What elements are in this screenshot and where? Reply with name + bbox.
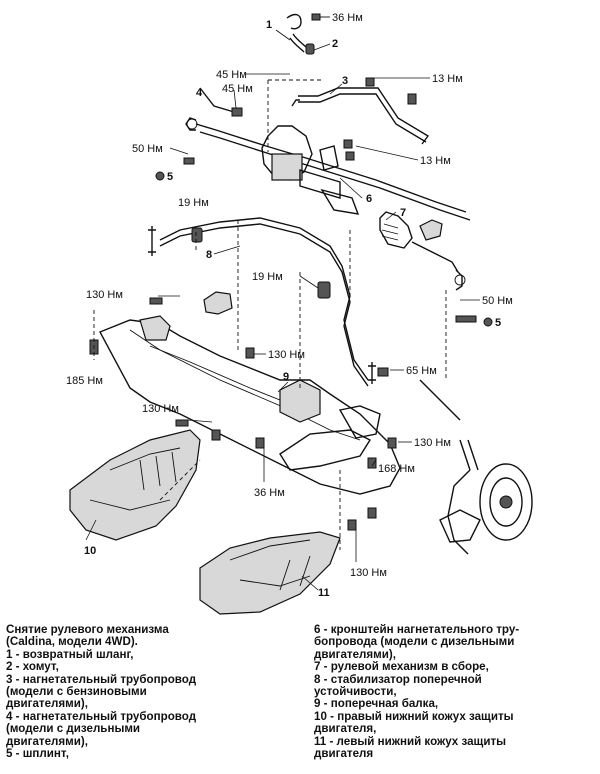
callout-2: 2 [332,38,338,50]
pressure-tube-petrol [291,87,430,145]
leader-lines [85,29,480,591]
caption-line: (модели с дизельными [6,722,141,736]
alignment-lines [93,79,447,550]
torque-label: 168 Нм [378,463,415,475]
torque-label: 130 Нм [414,437,451,449]
caption-line: 8 - стабилизатор поперечной [314,672,482,686]
callout-4: 4 [196,87,203,99]
torque-label: 50 Нм [132,143,163,155]
callout-5-right: 5 [495,317,501,329]
right-lower-engine-cover [69,429,201,541]
caption-line: 4 - нагнетательный трубопровод [6,709,197,723]
caption-line: 1 - возвратный шланг, [6,647,134,661]
caption-line: двигателя [314,747,374,761]
caption-line: (модели с бензиновыми [6,685,147,699]
caption-line: 3 - нагнетательный трубопровод [6,672,197,686]
torque-label: 19 Нм [178,197,209,209]
callout-7: 7 [400,207,406,219]
caption-line: 11 - левый нижний кожух защиты [314,734,507,748]
torque-label: 45 Нм [216,69,247,81]
callout-5-left: 5 [167,171,173,183]
caption-left-column: Снятие рулевого механизма (Caldina, моде… [6,623,296,761]
caption-line: 6 - кронштейн нагнетательного тру- [314,623,520,636]
crossmember [99,315,401,495]
callout-3: 3 [342,75,348,87]
torque-label: 185 Нм [66,375,103,387]
cotter-pin-icon [155,171,165,181]
callout-10: 10 [84,545,96,557]
torque-label: 130 Нм [268,349,305,361]
torque-label: 45 Нм [222,83,253,95]
caption-line: устойчивости, [314,685,397,699]
torque-label: 19 Нм [252,271,283,283]
torque-label: 13 Нм [420,155,451,167]
torque-label: 130 Нм [350,567,387,579]
caption-line: 9 - поперечная балка, [314,697,439,711]
caption-line: 7 - рулевой механизм в сборе, [314,660,489,674]
callout-6: 6 [366,193,372,205]
figure-caption: Снятие рулевого механизма (Caldina, моде… [6,623,596,770]
torque-label: 130 Нм [86,289,123,301]
pressure-tube-bracket [319,145,360,215]
caption-line: бопровода (модели с дизельными [314,635,515,649]
callout-8: 8 [206,249,212,261]
caption-line: двигателями), [314,647,396,661]
wheel-hub-disc [419,379,533,555]
torque-label: 50 Нм [482,295,513,307]
torque-label: 36 Нм [332,12,363,24]
bolt-icon [311,13,330,21]
torque-label: 65 Нм [406,365,437,377]
return-hose [286,13,315,55]
pressure-tube-diesel [199,87,243,117]
stabilizer-bar [148,217,376,387]
callout-1: 1 [266,19,272,31]
left-lower-engine-cover [199,531,341,615]
callout-9: 9 [283,371,289,383]
caption-line: двигателями), [6,697,88,711]
caption-line: Снятие рулевого механизма [6,623,169,636]
caption-line: 10 - правый нижний кожух защиты [314,709,514,723]
steering-gear-assembly [185,117,471,291]
caption-line: двигателями), [6,734,88,748]
steering-gear-exploded-diagram: 1 2 3 4 5 6 7 8 5 9 10 11 36 Нм 45 Нм 45… [66,12,533,615]
caption-line: (Caldina, модели 4WD). [6,635,138,649]
caption-line: 5 - шплинт, [6,747,69,761]
stabilizer-bracket [203,219,443,315]
caption-line: двигателя, [314,722,377,736]
torque-label: 130 Нм [142,403,179,415]
torque-label: 13 Нм [432,73,463,85]
caption-right-column: 6 - кронштейн нагнетательного тру- бопро… [314,623,596,761]
callout-11: 11 [318,587,330,599]
torque-label: 36 Нм [254,487,285,499]
caption-line: 2 - хомут, [6,660,59,674]
cotter-pin-icon [483,317,493,327]
